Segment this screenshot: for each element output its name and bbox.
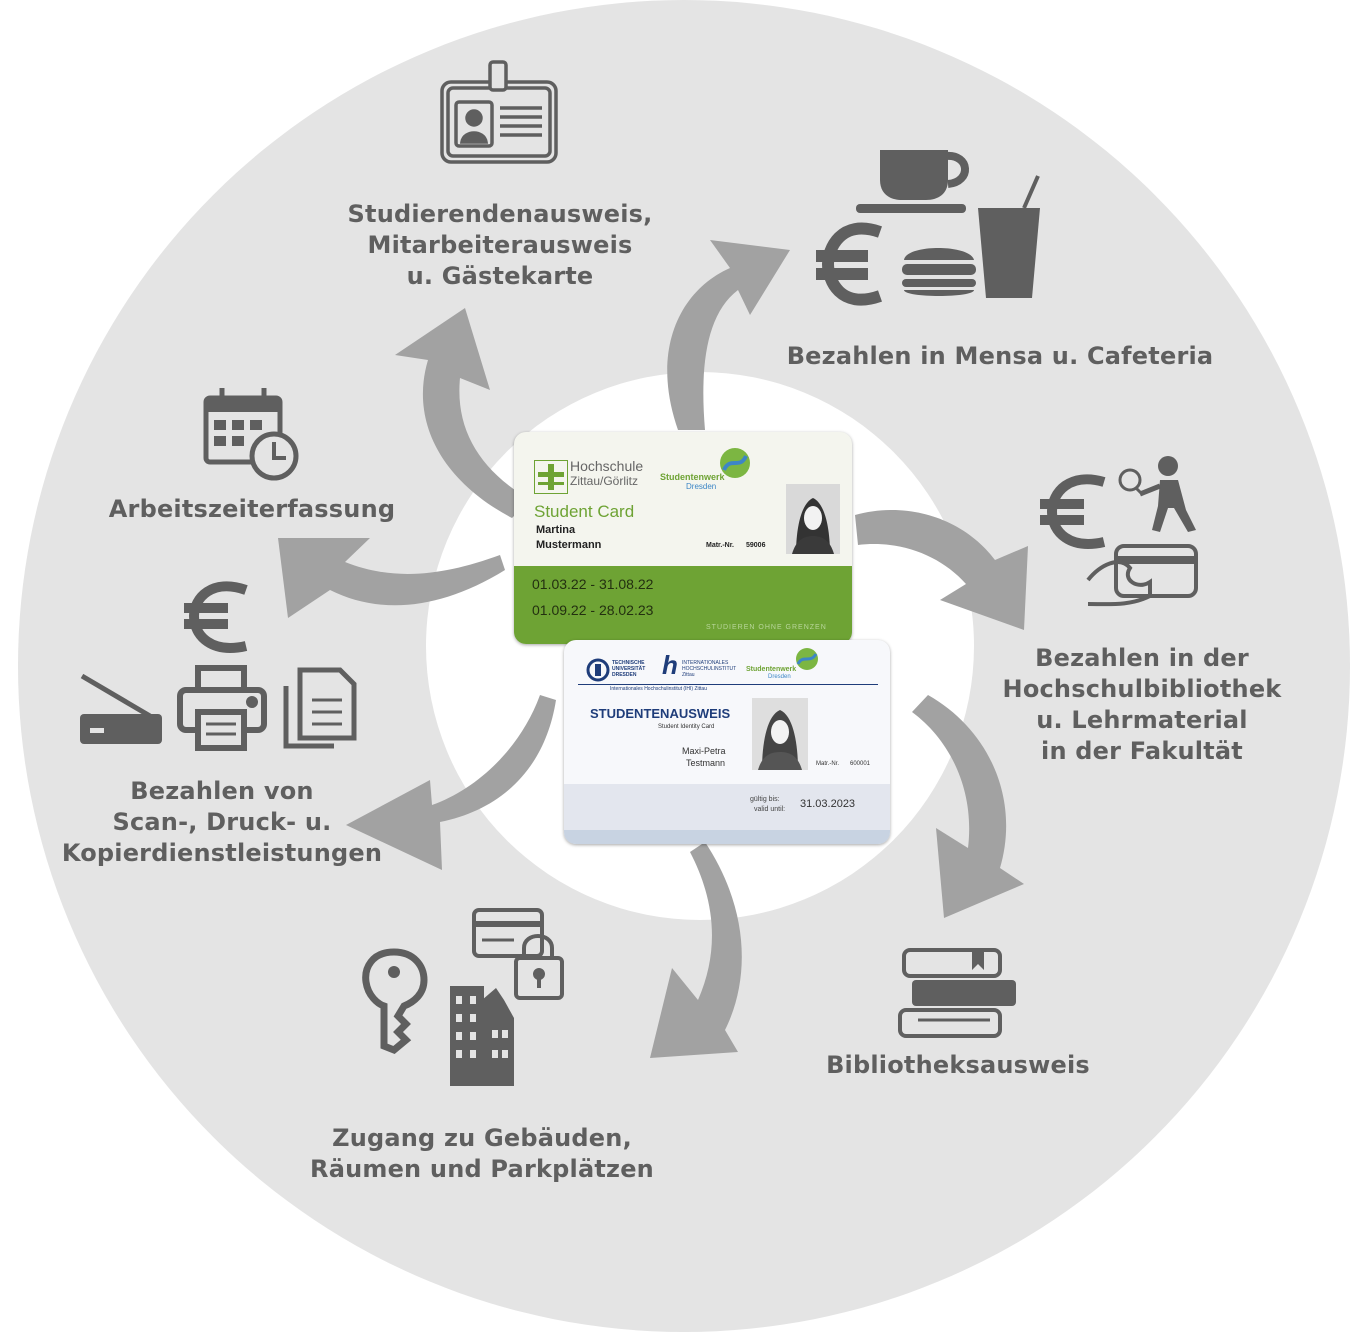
card-institution-line2: Zittau/Görlitz <box>570 474 639 488</box>
card-title: STUDENTENAUSWEIS <box>590 706 731 721</box>
arrow-to-id-card <box>395 308 530 518</box>
arrow-to-access <box>650 842 742 1058</box>
documents-icon <box>283 667 357 749</box>
card-uni: TECHNISCHE UNIVERSITÄT DRESDEN <box>612 660 646 678</box>
card-matr-value: 600001 <box>850 761 871 767</box>
books-icon <box>898 948 1016 1038</box>
arrow-to-time <box>278 538 505 618</box>
arrow-to-library-card <box>912 695 1024 918</box>
green-student-card: Hochschule Zittau/Görlitz Studentenwerk … <box>514 432 852 644</box>
label-line: Bezahlen in der <box>1035 644 1249 672</box>
card-first-name: Martina <box>536 524 576 536</box>
card-period-2: 01.09.22 - 28.02.23 <box>532 602 654 618</box>
card-first-name: Maxi-Petra <box>682 746 726 756</box>
card-partner: Studentenwerk <box>660 472 725 482</box>
label-line: in der Fakultät <box>1041 737 1243 765</box>
coffee-cup-icon <box>856 150 969 213</box>
card-valid-label-de: gültig bis: <box>750 796 780 803</box>
card-green-band: 01.03.22 - 31.08.22 01.09.22 - 28.02.23 … <box>514 566 852 644</box>
label-line: Arbeitszeiterfassung <box>108 495 396 523</box>
arrow-to-printing <box>346 695 556 870</box>
label-library-card: Bibliotheksausweis <box>790 1050 1126 1081</box>
card-matr-value: 59006 <box>746 542 766 549</box>
white-student-card: TECHNISCHE UNIVERSITÄT DRESDEN h INTERNA… <box>564 640 890 844</box>
label-line: u. Lehrmaterial <box>1036 706 1248 734</box>
ihi-logo-icon: h <box>662 650 678 680</box>
euro-icon <box>184 581 248 653</box>
card-photo <box>786 484 840 554</box>
card-partner-city: Dresden <box>686 482 717 491</box>
person-photo-icon <box>792 498 834 554</box>
card-subtitle: Student Identity Card <box>658 724 715 730</box>
hszg-logo-icon <box>534 460 568 494</box>
card-matr-label: Matr.-Nr. <box>816 761 840 767</box>
card-institute-line: Internationales Hochschulinstitut (IHI) … <box>610 686 707 692</box>
euro-icon <box>816 222 882 306</box>
label-line: Kopierdienstleistungen <box>61 839 383 867</box>
card-valid-value: 31.03.2023 <box>800 798 856 810</box>
lock-card-icon <box>472 908 564 1000</box>
card-partner: Studentenwerk <box>746 666 797 673</box>
arrow-to-mensa <box>667 240 790 430</box>
card-photo <box>752 698 808 770</box>
calendar-clock-icon <box>203 388 299 481</box>
label-line: Zugang zu Gebäuden, <box>332 1124 632 1152</box>
label-printing: Bezahlen von Scan-, Druck- u. Kopierdien… <box>30 776 414 869</box>
label-line: Räumen und Parkplätzen <box>310 1155 654 1183</box>
printer-icon <box>177 665 267 751</box>
card-ihi: INTERNATIONALES HOCHSCHULINSTITUT Zittau <box>682 660 737 678</box>
label-library-payment: Bezahlen in der Hochschulbibliothek u. L… <box>980 643 1304 767</box>
label-line: Bezahlen in Mensa u. Cafeteria <box>786 342 1214 370</box>
card-title: Student Card <box>534 502 635 521</box>
label-line: Hochschulbibliothek <box>1002 675 1282 703</box>
studentenwerk-logo-icon <box>720 448 750 478</box>
card-matr-label: Matr.-Nr. <box>706 542 735 549</box>
burger-icon <box>902 248 976 296</box>
euro-icon <box>1040 474 1106 549</box>
label-line: Bezahlen von <box>130 777 314 805</box>
hand-card-icon <box>1086 544 1198 607</box>
person-photo-icon <box>758 710 802 770</box>
card-institution-line1: Hochschule <box>570 458 644 474</box>
label-line: u. Gästekarte <box>406 262 594 290</box>
label-line: Scan-, Druck- u. <box>112 808 332 836</box>
label-access: Zugang zu Gebäuden, Räumen und Parkplätz… <box>270 1123 694 1185</box>
label-mensa: Bezahlen in Mensa u. Cafeteria <box>740 341 1260 372</box>
id-badge-icon <box>440 60 558 164</box>
tennis-player-icon <box>1118 456 1196 532</box>
card-bottom-stripe <box>564 830 890 844</box>
card-valid-label-en: valid until: <box>754 806 786 813</box>
card-last-name: Mustermann <box>536 539 602 551</box>
card-partner-city: Dresden <box>768 674 791 680</box>
card-divider <box>578 684 878 685</box>
drink-cup-icon <box>978 175 1040 298</box>
label-line: Mitarbeiterausweis <box>367 231 633 259</box>
label-id-card: Studierendenausweis, Mitarbeiterausweis … <box>300 199 700 292</box>
card-last-name: Testmann <box>686 758 726 768</box>
buildings-icon <box>450 986 514 1086</box>
scanner-icon <box>80 673 162 744</box>
label-time-recording: Arbeitszeiterfassung <box>70 494 434 525</box>
arrows <box>278 240 1028 1058</box>
studentenwerk-logo-icon <box>796 648 818 670</box>
tud-logo-icon <box>586 658 610 682</box>
arrow-to-library-payment <box>855 510 1028 630</box>
card-period-1: 01.03.22 - 31.08.22 <box>532 576 654 592</box>
key-icon <box>362 948 428 1055</box>
card-slogan: STUDIEREN OHNE GRENZEN <box>706 624 827 631</box>
label-line: Studierendenausweis, <box>347 200 653 228</box>
label-line: Bibliotheksausweis <box>826 1051 1090 1079</box>
card-validity-stripe: gültig bis: valid until: 31.03.2023 <box>564 784 890 830</box>
